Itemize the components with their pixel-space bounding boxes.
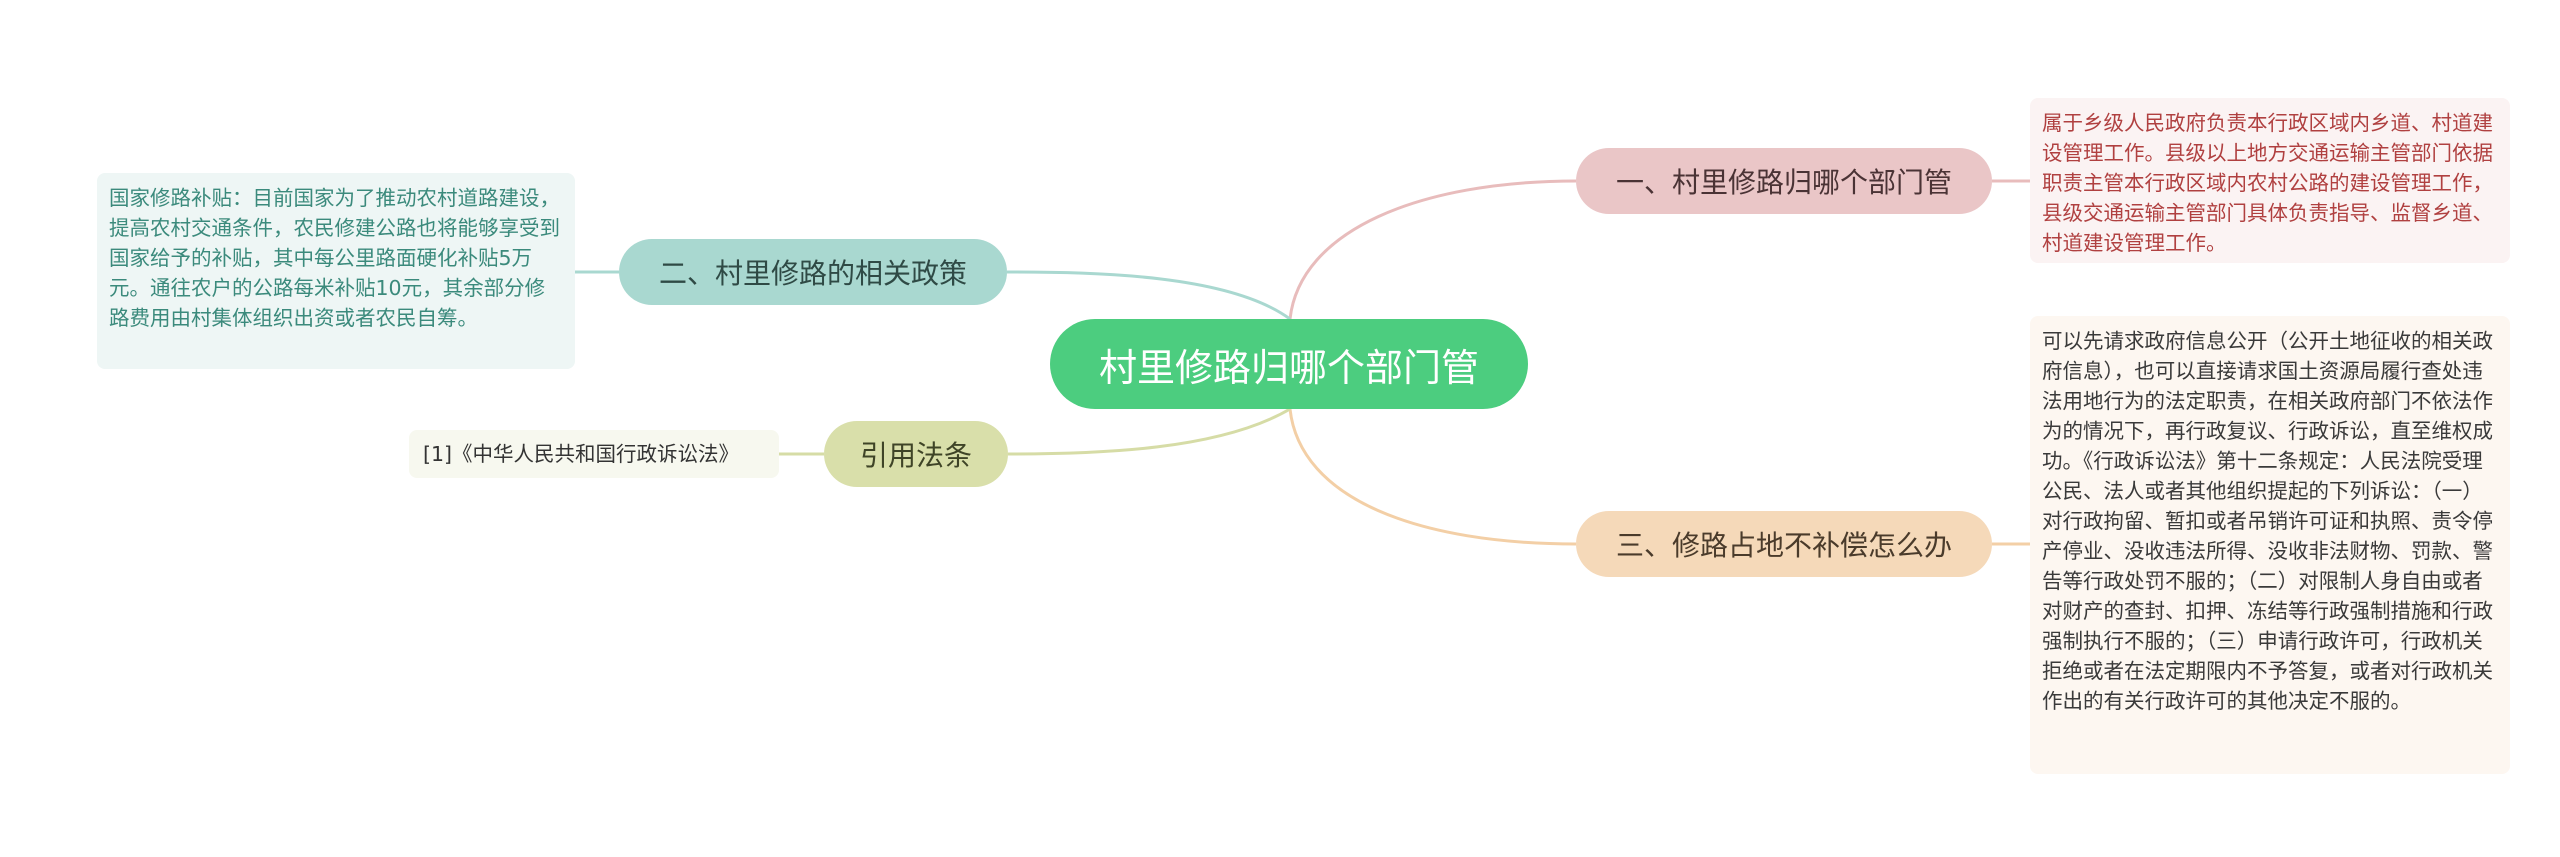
leaf-note-legal-reference: [1]《中华人民共和国行政诉讼法》 [409,430,779,478]
branch-node-legal-reference[interactable]: 引用法条 [824,421,1008,487]
branch-node-compensation[interactable]: 三、修路占地不补偿怎么办 [1576,511,1992,577]
branch-node-department[interactable]: 一、村里修路归哪个部门管 [1576,148,1992,214]
link-root-branch2 [1006,270,1291,321]
leaf-note-policy: 国家修路补贴：目前国家为了推动农村道路建设，提高农村交通条件，农民修建公路也将能… [97,173,575,369]
root-node[interactable]: 村里修路归哪个部门管 [1050,319,1528,409]
link-root-branch4 [1007,407,1291,456]
leaf-note-department: 属于乡级人民政府负责本行政区域内乡道、村道建设管理工作。县级以上地方交通运输主管… [2030,98,2510,263]
link-root-branch1 [1288,179,1577,320]
branch-node-policy[interactable]: 二、村里修路的相关政策 [619,239,1007,305]
leaf-note-compensation: 可以先请求政府信息公开（公开土地征收的相关政府信息），也可以直接请求国土资源局履… [2030,316,2510,774]
link-root-branch3 [1288,408,1577,546]
